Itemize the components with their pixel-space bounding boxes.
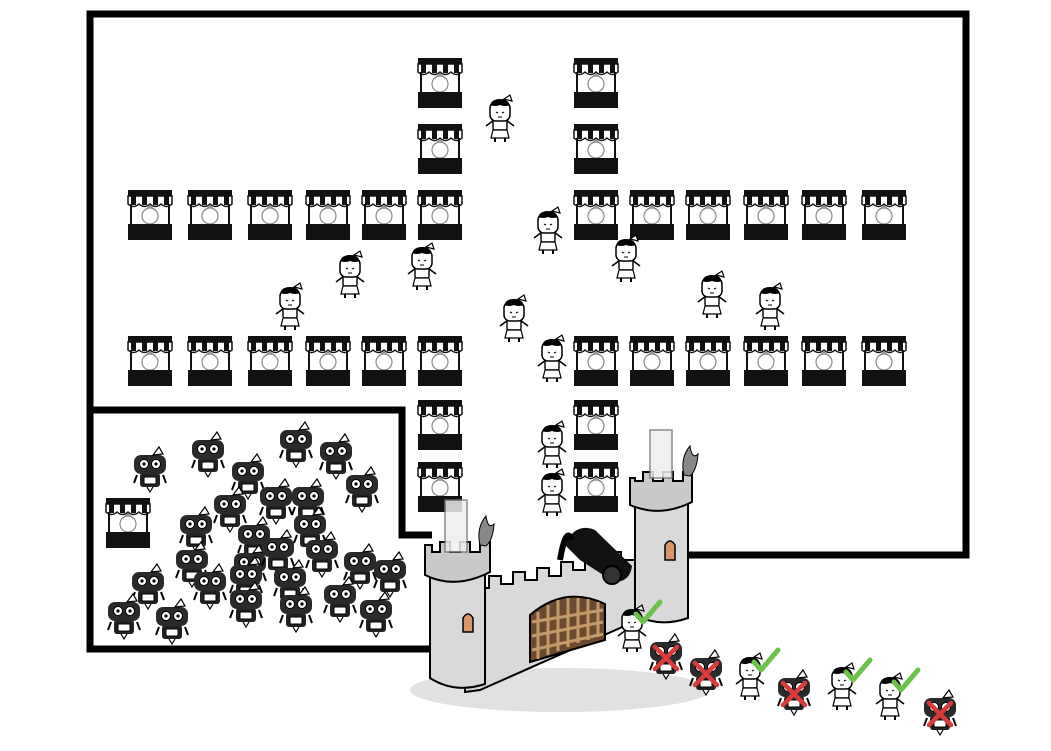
shopper-icon: [335, 250, 365, 299]
market-stall-icon: [744, 190, 788, 240]
bot-icon: [155, 598, 189, 645]
bot-icon: [133, 446, 167, 493]
admitted-person-icon: [735, 652, 765, 701]
bot-icon: [131, 563, 165, 610]
market-stall-icon: [418, 336, 462, 386]
glass-tube-left: [444, 499, 468, 553]
bot-icon: [107, 593, 141, 640]
market-stall-icon: [362, 336, 406, 386]
bot-icon: [279, 421, 313, 468]
market-stall-icon: [418, 400, 462, 450]
bot-icon: [179, 506, 213, 553]
market-stall-icon: [802, 336, 846, 386]
flame-right: [682, 444, 699, 477]
bot-icon: [213, 486, 247, 533]
bot-icon: [359, 591, 393, 638]
market-stall-icon: [630, 336, 674, 386]
flame-left: [478, 514, 495, 547]
market-stall-icon: [418, 190, 462, 240]
market-stall-icon: [418, 58, 462, 108]
market-stall-icon: [574, 400, 618, 450]
bot-icon: [319, 433, 353, 480]
market-stall-icon: [686, 190, 730, 240]
bot-icon: [323, 576, 357, 623]
shopper-icon: [407, 242, 437, 291]
market-stall-icon: [574, 462, 618, 512]
shopper-icon: [755, 282, 785, 331]
bots-layer: [107, 421, 407, 645]
market-stall-icon: [418, 124, 462, 174]
castle-gate-icon: [410, 429, 710, 712]
portcullis: [531, 598, 604, 659]
tower-right-window: [664, 540, 676, 561]
market-stall-icon: [574, 336, 618, 386]
market-stall-icon: [188, 190, 232, 240]
admitted-person-icon: [827, 662, 857, 711]
market-stall-icon: [862, 336, 906, 386]
cannon-icon: [557, 527, 632, 585]
market-stall-icon: [630, 190, 674, 240]
shopper-icon: [485, 94, 515, 143]
market-stall-icon: [106, 498, 150, 548]
market-stall-icon: [306, 190, 350, 240]
shopper-icon: [537, 420, 567, 469]
shopper-icon: [611, 234, 641, 283]
bot-icon: [345, 466, 379, 513]
market-stall-icon: [574, 190, 618, 240]
market-stall-icon: [802, 190, 846, 240]
glass-tube-right: [649, 429, 673, 479]
bot-icon: [259, 478, 293, 525]
market-stall-icon: [128, 336, 172, 386]
shopper-icon: [499, 294, 529, 343]
shoppers-layer: [275, 94, 785, 517]
market-stall-icon: [188, 336, 232, 386]
shopper-icon: [697, 270, 727, 319]
tower-left-window: [462, 613, 474, 633]
market-stall-icon: [362, 190, 406, 240]
shopper-icon: [537, 468, 567, 517]
tower-left: [429, 568, 486, 689]
tower-left-top: [424, 541, 491, 583]
admitted-person-icon: [875, 672, 905, 721]
shopper-icon: [275, 282, 305, 331]
market-stall-icon: [574, 124, 618, 174]
queue-pen-wall: [90, 406, 432, 539]
market-stall-icon: [574, 58, 618, 108]
shopper-icon: [537, 334, 567, 383]
market-stall-icon: [248, 336, 292, 386]
bot-icon: [191, 431, 225, 478]
market-wall: [86, 10, 970, 653]
shopper-icon: [533, 206, 563, 255]
market-stall-icon: [686, 336, 730, 386]
market-stall-icon: [128, 190, 172, 240]
market-stall-icon: [744, 336, 788, 386]
market-stall-icon: [306, 336, 350, 386]
bot-icon: [373, 551, 407, 598]
market-stall-icon: [248, 190, 292, 240]
market-stall-icon: [862, 190, 906, 240]
